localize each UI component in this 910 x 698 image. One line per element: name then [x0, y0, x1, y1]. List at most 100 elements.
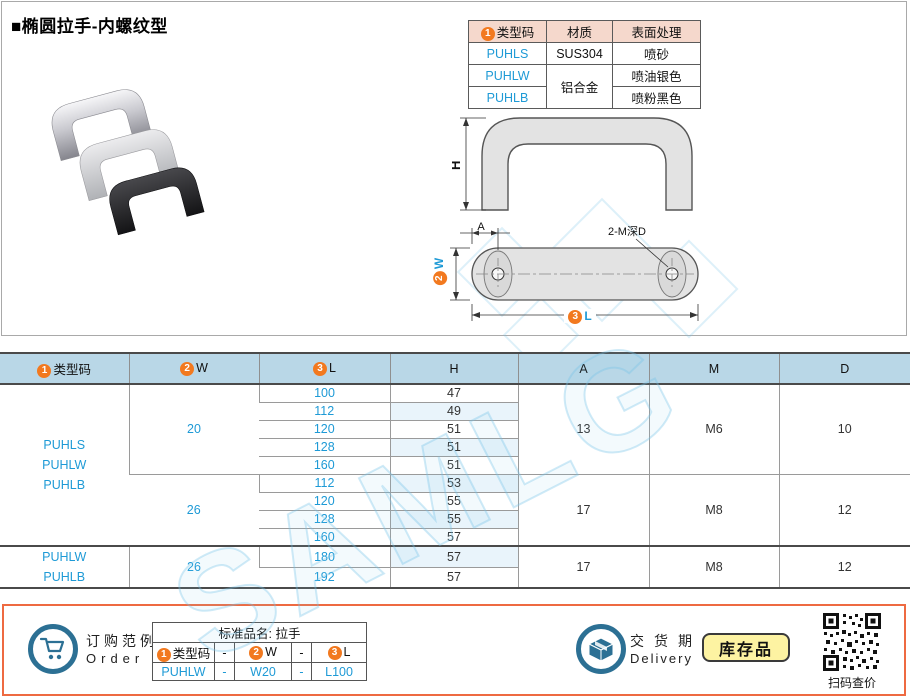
l-value: 100 [258, 384, 390, 403]
badge-1-icon: 1 [480, 27, 495, 41]
spec-header-material: 材质 [546, 20, 613, 43]
w-value: 26 [128, 545, 259, 588]
order-dash: - [291, 662, 312, 681]
order-example-w: W20 [234, 662, 292, 681]
order-table-title-row: 标准品名: 拉手 [151, 622, 368, 643]
table-row: 26 112 53 17 M8 12 [0, 474, 910, 547]
cart-icon [28, 624, 78, 674]
l-value: 128 [259, 438, 390, 457]
l-value: 120 [259, 492, 390, 511]
table-row: PUHLS PUHLW PUHLB 20 100 47 13 M6 10 [0, 384, 910, 546]
order-example-row: PUHLW - W20 - L100 [152, 662, 368, 681]
type-codes-cell: PUHLW PUHLB [0, 545, 129, 588]
header-m: M [648, 353, 779, 385]
l-value: 160 [259, 528, 390, 547]
spec-finish: 喷粉黑色 [612, 86, 701, 109]
spec-code: PUHLS [468, 42, 547, 65]
order-label-cn: 订购范例 [86, 633, 158, 649]
table-row: 160 57 [0, 528, 910, 547]
spec-header-finish: 表面处理 [612, 20, 701, 43]
h-value: 47 [389, 384, 518, 403]
badge-2-icon: 2 [180, 362, 195, 376]
spec-row: PUHLB 喷粉黑色 [468, 86, 701, 109]
table-row: 120 55 [0, 492, 910, 511]
order-dash: - [214, 642, 235, 663]
type-code: PUHLS [43, 438, 86, 452]
l-value: 160 [259, 456, 390, 475]
type-codes-cell: PUHLS PUHLW PUHLB [0, 384, 129, 546]
h-value: 55 [389, 510, 518, 529]
d-value: 10 [778, 384, 910, 475]
order-dash: - [291, 642, 312, 663]
spec-finish: 喷砂 [612, 42, 701, 65]
table-row: 192 57 [0, 567, 910, 588]
order-label: 订购范例 Order [86, 632, 158, 667]
h-value: 49 [389, 402, 518, 421]
m-value: M8 [648, 474, 779, 547]
l-value: 120 [259, 420, 390, 439]
order-label-en: Order [86, 651, 145, 666]
type-code: PUHLB [43, 570, 86, 584]
order-example-l: L100 [310, 662, 368, 681]
l-value: 128 [259, 510, 390, 529]
spec-code: PUHLB [468, 86, 547, 109]
d-value: 12 [778, 474, 910, 547]
d-value: 12 [778, 545, 910, 588]
dim-w-label: 2W [432, 258, 448, 286]
page-title: ■椭圆拉手-内螺纹型 [11, 17, 168, 36]
badge-1-icon: 1 [156, 648, 171, 662]
order-dash: - [214, 662, 235, 681]
order-example-code: PUHLW [152, 662, 215, 681]
spec-row: PUHLS SUS304 喷砂 [468, 42, 701, 65]
top-section: ■椭圆拉手-内螺纹型 [1, 1, 907, 374]
delivery-label-cn: 交货期 [630, 633, 702, 649]
badge-1-icon: 1 [37, 364, 52, 378]
dim-a-label: A [477, 221, 485, 233]
l-value: 180 [258, 545, 390, 568]
handle-outline [481, 117, 693, 211]
header-a: A [517, 353, 649, 385]
type-code: PUHLW [42, 550, 87, 564]
dim-h-label: H [452, 161, 463, 170]
type-code: PUHLB [43, 478, 86, 492]
header-d: D [778, 353, 910, 385]
table-row: 112 49 [0, 402, 910, 421]
l-value: 192 [259, 567, 390, 588]
stock-badge: 库存品 [702, 633, 790, 662]
a-value: 13 [517, 384, 649, 475]
badge-2-icon: 2 [249, 646, 264, 660]
a-value: 17 [517, 474, 649, 547]
badge-3-icon: 3 [327, 646, 342, 660]
h-value: 57 [389, 567, 518, 588]
h-value: 57 [389, 528, 518, 547]
a-value: 17 [517, 545, 649, 588]
qr-code [822, 612, 882, 672]
type-code: PUHLW [42, 458, 87, 472]
thread-note-label: 2-M深D [608, 225, 646, 238]
table-row: 160 51 [0, 456, 910, 475]
delivery-label-en: Delivery [630, 651, 693, 666]
w-value: 20 [128, 384, 259, 475]
spec-code: PUHLW [468, 64, 547, 87]
table-row: 128 51 [0, 438, 910, 457]
delivery-label: 交货期 Delivery [630, 632, 702, 667]
spec-material: 铝合金 [546, 64, 613, 109]
w-value: 26 [129, 474, 259, 547]
thread-leader-line [635, 238, 669, 268]
h-value: 55 [389, 492, 518, 511]
order-table-title: 标准品名: 拉手 [151, 622, 368, 643]
